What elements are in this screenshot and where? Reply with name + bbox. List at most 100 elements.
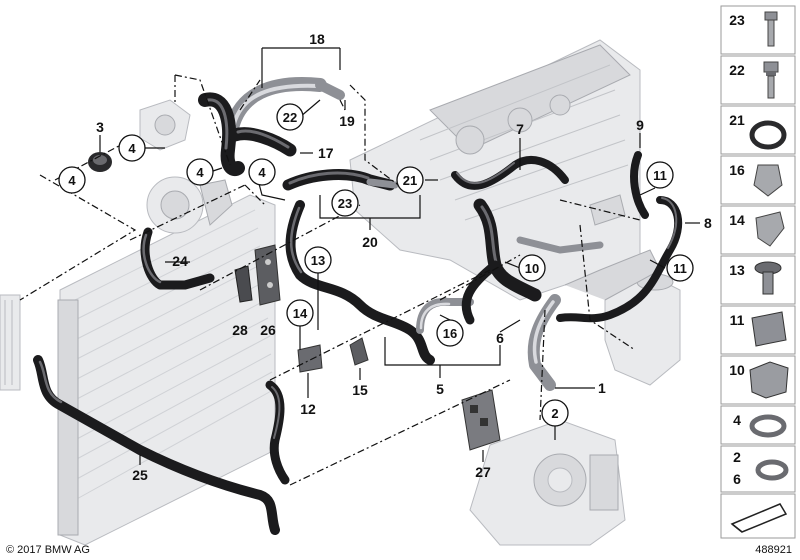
svg-text:6: 6 — [496, 330, 504, 346]
hose-23 — [282, 169, 399, 191]
svg-text:22: 22 — [283, 110, 297, 125]
svg-text:11: 11 — [673, 261, 687, 276]
svg-text:17: 17 — [318, 145, 334, 161]
left-edge-part-ghost — [0, 294, 21, 391]
copyright-text: © 2017 BMW AG — [6, 544, 90, 556]
hose-24 — [140, 227, 215, 290]
callout-4d: 4 — [248, 158, 276, 186]
svg-text:4: 4 — [258, 165, 266, 180]
callout-4a: 4 — [58, 166, 86, 194]
callout-14: 14 — [286, 299, 314, 327]
legend-cell-16: 16 — [720, 155, 796, 205]
svg-text:13: 13 — [729, 262, 745, 278]
svg-text:22: 22 — [729, 62, 745, 78]
svg-text:2: 2 — [551, 406, 558, 421]
legend-cell-arrow — [720, 493, 796, 539]
hose-9 — [630, 151, 649, 219]
coolant-rail-ghost — [564, 194, 661, 301]
svg-text:13: 13 — [311, 253, 325, 268]
part-numbers: 18 3 17 19 7 9 8 20 6 5 1 12 15 24 25 27… — [96, 31, 712, 483]
svg-text:21: 21 — [729, 112, 745, 128]
svg-text:16: 16 — [443, 326, 457, 341]
bolt-icon — [764, 11, 778, 47]
callout-23: 23 — [331, 189, 359, 217]
svg-text:24: 24 — [172, 253, 188, 269]
svg-text:10: 10 — [525, 261, 539, 276]
callout-circles: 4 4 4 4 22 23 21 11 11 10 13 14 16 2 — [58, 103, 694, 427]
svg-text:20: 20 — [362, 234, 378, 250]
legend-cell-22: 22 — [720, 55, 796, 105]
hose-8 — [556, 196, 683, 323]
document-number: 488921 — [755, 544, 792, 556]
svg-text:27: 27 — [475, 464, 491, 480]
svg-text:25: 25 — [132, 467, 148, 483]
double-clip-icon — [749, 361, 789, 399]
screw-icon — [763, 61, 779, 99]
clip-12-part — [297, 344, 323, 373]
legend-cell-2-6: 2 6 — [720, 445, 796, 493]
callout-16: 16 — [436, 319, 464, 347]
callout-11a: 11 — [646, 161, 674, 189]
callout-10: 10 — [518, 254, 546, 282]
legend-cell-10: 10 — [720, 355, 796, 405]
turbocharger-ghost — [469, 419, 626, 546]
o-ring-icon — [749, 120, 787, 150]
svg-text:4: 4 — [68, 173, 76, 188]
clip-icon — [755, 211, 785, 247]
svg-text:9: 9 — [636, 117, 644, 133]
hose-main-return — [285, 200, 435, 365]
legend-cell-21: 21 — [720, 105, 796, 155]
hose-clip-icon — [753, 164, 783, 197]
bracket-clip-icon — [751, 311, 787, 347]
legend-column: 23 22 21 16 14 13 — [720, 5, 796, 539]
callout-2: 2 — [541, 399, 569, 427]
svg-text:2: 2 — [733, 449, 741, 465]
svg-text:18: 18 — [309, 31, 325, 47]
legend-cell-14: 14 — [720, 205, 796, 255]
hose-12 — [265, 380, 290, 485]
bracket-15 — [349, 337, 369, 366]
bracket-27 — [461, 389, 501, 451]
bracket-26 — [254, 244, 281, 306]
hose-7 — [451, 156, 569, 190]
water-pump-ghost — [146, 176, 233, 234]
legend-cell-4: 4 — [720, 405, 796, 445]
hose-clamp-icon — [749, 414, 787, 438]
hose-17 — [228, 127, 297, 157]
svg-text:3: 3 — [96, 119, 104, 135]
svg-text:21: 21 — [403, 173, 417, 188]
svg-text:11: 11 — [653, 168, 667, 183]
svg-text:1: 1 — [598, 380, 606, 396]
hose-upper-thermostat — [198, 92, 245, 176]
callout-21: 21 — [396, 166, 424, 194]
callout-13: 13 — [304, 246, 332, 274]
svg-text:26: 26 — [260, 322, 276, 338]
svg-text:6: 6 — [733, 471, 741, 487]
svg-text:7: 7 — [516, 121, 524, 137]
callout-11b: 11 — [666, 254, 694, 282]
svg-text:14: 14 — [729, 212, 745, 228]
svg-text:28: 28 — [232, 322, 248, 338]
thermostat-housing-ghost — [139, 99, 191, 151]
callout-4b: 4 — [118, 134, 146, 162]
pipe-1 — [527, 294, 561, 391]
svg-text:4: 4 — [733, 412, 741, 428]
legend-cell-13: 13 — [720, 255, 796, 305]
callout-22: 22 — [276, 103, 304, 131]
svg-text:12: 12 — [300, 401, 316, 417]
legend-cell-11: 11 — [720, 305, 796, 355]
svg-text:11: 11 — [730, 312, 745, 328]
rivet-icon — [754, 261, 782, 295]
svg-text:14: 14 — [293, 306, 308, 321]
hose-16 — [416, 297, 474, 334]
svg-text:8: 8 — [704, 215, 712, 231]
callout-4c: 4 — [186, 158, 214, 186]
svg-text:5: 5 — [436, 381, 444, 397]
svg-text:16: 16 — [729, 162, 745, 178]
svg-text:15: 15 — [352, 382, 368, 398]
spring-clamp-icon — [755, 459, 789, 481]
svg-text:10: 10 — [729, 362, 745, 378]
svg-text:4: 4 — [196, 165, 204, 180]
hose-25 — [33, 355, 280, 535]
